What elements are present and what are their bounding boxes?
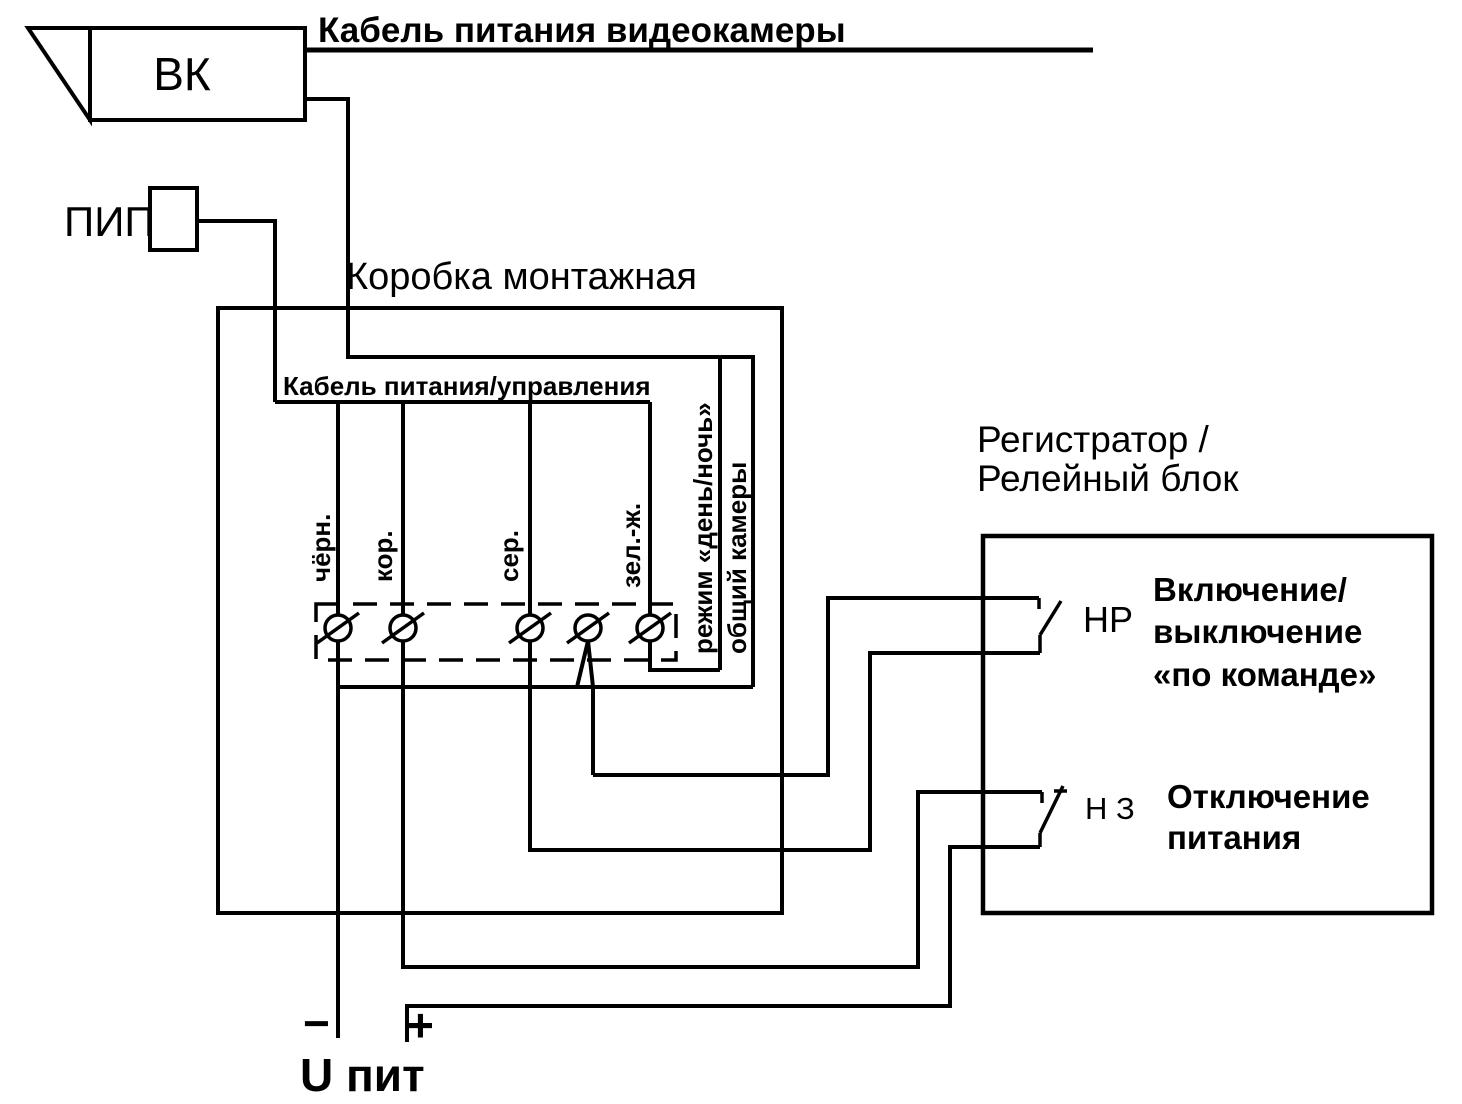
no-contact-desc-line3: «по команде»: [1153, 656, 1376, 693]
terminal-strip: [314, 602, 678, 662]
power-minus-label: −: [303, 997, 330, 1049]
no-contact-symbol: [1037, 598, 1063, 653]
pip-wire: [197, 219, 277, 402]
wire-label-green-yellow: зел.-ж.: [616, 503, 646, 588]
nc-contact-label: Н З: [1085, 791, 1135, 826]
terminal-slash: [565, 611, 611, 645]
plus-nc-bottom-wire: [405, 845, 1040, 1042]
wire-label-day-night: режим «день/ночь»: [688, 402, 718, 654]
camera-lens-triangle: [24, 26, 92, 127]
junction-box-title: Коробка монтажная: [346, 256, 697, 298]
diagram-labels: ВК Кабель питания видеокамеры ПИП Коробк…: [64, 11, 1376, 1101]
terminal-4: [565, 611, 611, 645]
terminal4-left-leg: [575, 640, 590, 688]
wire-label-brown: кор.: [368, 530, 398, 582]
power-supply-label: U пит: [300, 1049, 425, 1101]
camera-symbol: [24, 26, 307, 127]
recorder-title-line1: Регистратор /: [977, 419, 1210, 460]
terminal-3: [507, 611, 553, 645]
nc-contact-blade: [1038, 785, 1065, 834]
terminal-5: [627, 611, 673, 645]
recorder-title-line2: Релейный блок: [977, 458, 1239, 499]
camera-label: ВК: [153, 48, 211, 100]
gray-nr-bottom-wire: [528, 641, 1040, 852]
no-contact-desc-line2: выключение: [1153, 613, 1362, 650]
terminal-slash: [380, 611, 426, 645]
brown-nc-top-wire: [401, 641, 1042, 969]
recorder-box: [980, 533, 1435, 916]
nr-top-wire: [593, 596, 1039, 777]
cable-bus-label: Кабель питания/управления: [283, 371, 651, 401]
pip-label: ПИП: [64, 198, 155, 245]
nc-contact-desc-line1: Отключение: [1167, 778, 1370, 815]
terminals: [315, 611, 673, 645]
no-contact-label: НР: [1083, 599, 1133, 640]
diagram-linework: [24, 26, 1435, 1042]
terminal-slash: [627, 611, 673, 645]
no-contact-desc-line1: Включение/: [1153, 571, 1347, 608]
camera-body-box: [88, 26, 307, 122]
wire-label-common: общий камеры: [722, 462, 752, 654]
power-cable-label: Кабель питания видеокамеры: [318, 11, 846, 50]
terminal-slash: [507, 611, 553, 645]
pip-symbol: [148, 186, 277, 402]
green-yellow-daynight-link: [648, 641, 720, 672]
wire-label-gray: сер.: [494, 530, 524, 582]
nc-contact-desc-line2: питания: [1167, 819, 1301, 856]
terminal4-right-leg: [586, 640, 595, 775]
terminal-2: [380, 611, 426, 645]
wire-label-black: чёрн.: [306, 514, 336, 582]
no-contact-blade: [1038, 600, 1063, 636]
terminal-1: [315, 611, 361, 645]
power-plus-label: +: [407, 999, 434, 1051]
terminal-slash: [315, 611, 361, 645]
pip-box: [148, 186, 199, 252]
camera-control-cable: [305, 97, 755, 687]
junction-box: [216, 306, 784, 915]
nc-contact-symbol: [1038, 785, 1067, 847]
